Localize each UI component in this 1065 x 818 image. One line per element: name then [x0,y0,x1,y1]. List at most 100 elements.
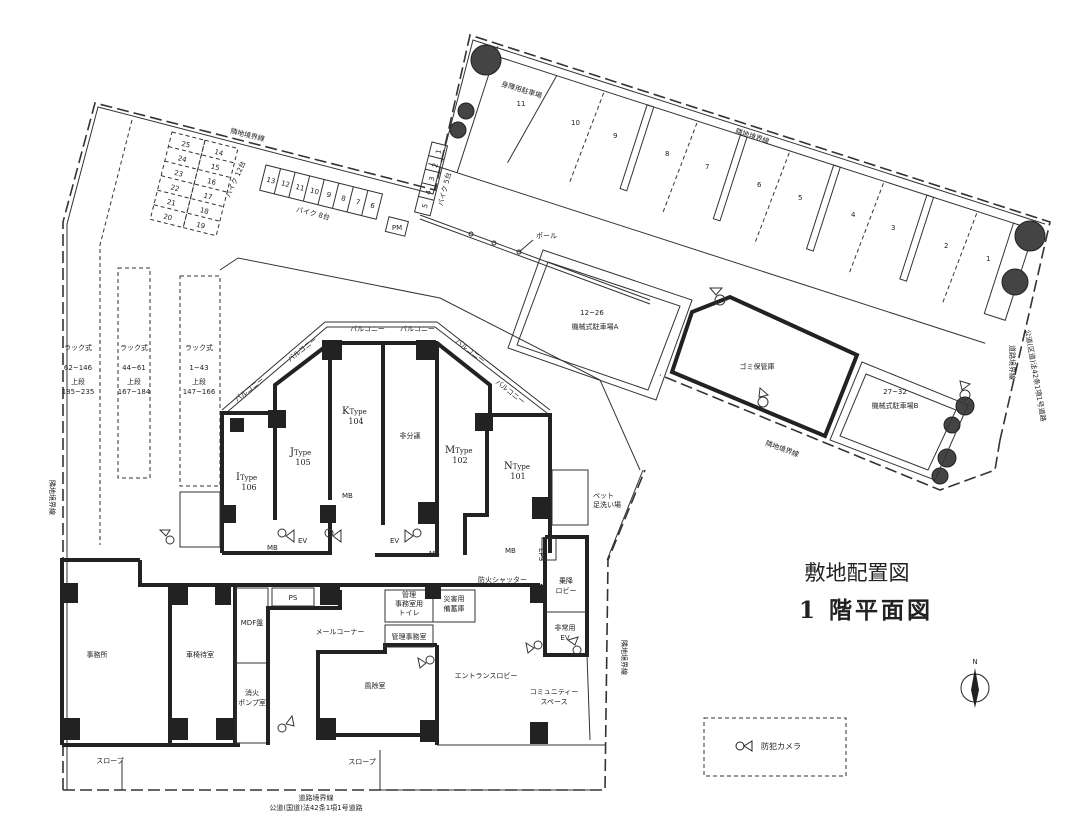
rack-upper-range: 167~184 [118,388,151,396]
unit-number: 102 [452,456,467,465]
rack-type: ラック式 [64,343,92,352]
tree-icon [931,467,949,485]
rack-upper: 上段 [71,377,85,386]
unit-type-n: NType [504,461,530,472]
pole-icon [491,240,497,246]
parking-space-number: 4 [851,211,856,219]
bike-slot: 12 [280,179,291,189]
entrance-lobby-label: エントランスロビー [455,671,518,680]
bike-slot: 1 [434,149,443,155]
camera-icon [417,655,435,669]
bike-slot: 15 [210,163,221,173]
tree-icon [457,102,475,120]
mgmt-toilet-label: 事務室用 [395,599,423,608]
pet-wash-label: 足洗い場 [593,500,621,509]
unit-number: 104 [348,417,363,426]
fire-shutter-label: 防火シャッター [478,575,527,584]
bicycle-racks: ラック式 62~146 上段 185~235 ラック式 44~61 上段 167… [62,267,221,487]
fire-pump-label: ポンプ室 [238,698,266,707]
parking-space-number: 1 [986,255,990,263]
bike-slot: 23 [173,169,184,179]
mb-label: MB [429,550,440,558]
rack-upper-range: 185~235 [62,388,95,396]
ev-label: EV [390,537,399,545]
bike-slot: 6 [369,202,376,211]
neighbor-boundary-label: 隣地境界線 [764,438,800,458]
unit-type-j: JType [289,447,311,458]
mechanical-parking-b: 27~32 機械式駐車場B [829,361,969,481]
unit-type-k: KType [342,406,367,417]
rack-upper: 上段 [192,377,206,386]
bike-slot: 9 [326,191,332,200]
mech-b-range: 27~32 [883,388,907,396]
tree-icon [470,44,502,76]
balcony-label: バルコニー [400,325,435,333]
camera-icon [566,636,582,655]
road-name: 公道(国道)法42条1項1号道路 [269,803,362,812]
rack-upper-range: 147~166 [183,388,216,396]
accessible-parking-number: 11 [517,100,526,108]
eps-label: EPS [537,548,545,562]
garbage-storage: ゴミ保管庫 [669,294,860,439]
road-boundary-label: 道路境界線 [299,793,334,802]
legend-camera-label: 防犯カメラ [761,741,801,751]
non-sale-label: 非分譲 [400,431,421,440]
unit-labels: IType 106 JType 105 KType 104 非分譲 MType … [236,406,530,492]
rack-range: 1~43 [189,364,208,372]
boarding-lobby-label: ロビー [556,586,577,595]
rack-range: 44~61 [122,364,146,372]
camera-icon [708,287,726,306]
parking-space-number: 8 [665,150,669,158]
disaster-storage-label: 災害用 [444,594,465,603]
slope-label: スロープ [96,757,124,765]
bike-left-label: バイク 12台 [223,159,247,198]
parking-space-number: 2 [944,242,948,250]
rack-type: ラック式 [185,343,213,352]
bike-slot: 25 [180,140,191,150]
parking-strip [428,45,1038,344]
bike-slot: 11 [295,183,306,193]
camera-icon [757,386,770,408]
legend-box: 防犯カメラ [703,717,847,777]
mb-label: MB [267,544,278,552]
pm-label: PM [392,224,402,232]
bike-parking-middle: 13 12 11 10 9 8 7 6 バイク 8台 [259,164,384,222]
north-compass-icon: N [960,658,990,708]
tree-icon [1001,268,1029,296]
parking-space-number: 6 [757,181,762,189]
balcony-label: バルコニー [494,378,526,406]
mechanical-parking-a: 12~26 機械式駐車場A [507,249,693,401]
mgmt-toilet-label: トイレ [399,609,420,617]
pm-box: PM [384,216,410,237]
parking-space-number: 3 [891,224,895,232]
security-cameras [158,287,972,733]
site-boundary [62,33,1051,791]
camera-icon [324,528,342,543]
bike-slot: 4 [424,189,433,196]
pole-icon [516,249,522,255]
bike-slot: 24 [177,154,188,164]
north-label: N [972,658,977,666]
bike-slot: 21 [166,198,177,208]
slope-label: スロープ [348,758,376,766]
parking-space-number: 9 [613,132,617,140]
rack-type: ラック式 [120,343,148,352]
unit-number: 105 [295,458,310,467]
bike-slot: 19 [195,221,206,231]
accessible-parking-label: 身障用駐車場 [500,79,543,100]
neighbor-boundary-label: 隣地境界線 [230,126,266,143]
title-site-plan: 敷地配置図 [805,561,910,585]
fire-pump-label: 消火 [245,688,259,697]
parking-space-numbers: 10 9 8 7 6 5 4 3 2 1 [571,119,990,263]
bike-slot: 18 [199,206,210,216]
unit-type-m: MType [445,445,473,456]
pole-icon [468,231,474,237]
mail-corner-label: メールコーナー [316,628,365,636]
pole-line: ポール [419,214,651,305]
rack-upper: 上段 [127,377,141,386]
bike-slot: 20 [162,213,173,223]
right-road-boundary-label: 道路境界線 [1008,345,1017,380]
boarding-lobby-label: 乗降 [559,576,573,585]
bike-slot: 3 [428,176,437,182]
trees [449,44,1046,485]
